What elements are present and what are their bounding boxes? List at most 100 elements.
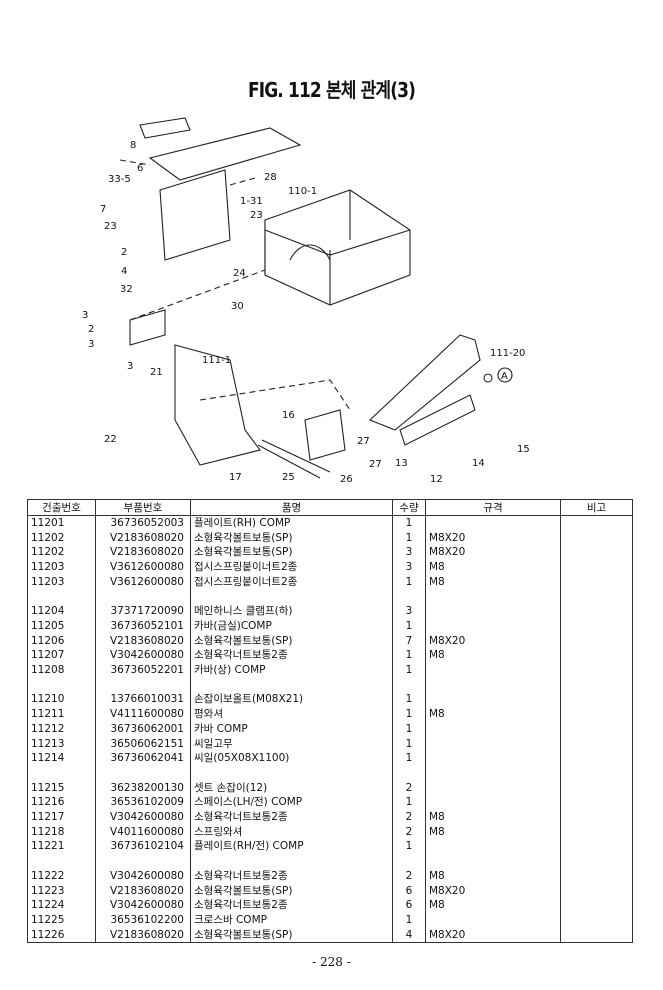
ref-no-cell: 11205 xyxy=(27,618,96,634)
remarks-cell xyxy=(560,868,633,884)
part-name-cell xyxy=(190,765,393,781)
quantity-cell: 1 xyxy=(392,692,426,708)
spec-cell xyxy=(425,589,561,605)
spec-cell xyxy=(425,663,561,678)
part-name-cell: 손잡이보올트(M08X21) xyxy=(190,692,393,708)
quantity-cell: 3 xyxy=(392,545,426,561)
part-no-cell xyxy=(95,854,191,869)
table-header-row: 건출번호 부품번호 품명 수량 규격 비고 xyxy=(27,499,633,516)
callout-label: 24 xyxy=(233,268,246,279)
callout-label: 32 xyxy=(120,284,133,295)
lower-plate-part xyxy=(174,344,261,466)
part-no-cell: V3042600080 xyxy=(95,648,191,664)
ref-no-cell: 11214 xyxy=(27,751,96,766)
callout-label: 28 xyxy=(264,172,277,183)
quantity-cell: 6 xyxy=(392,898,426,913)
part-name-cell xyxy=(190,589,393,605)
callout-label: 7 xyxy=(100,204,106,215)
quantity-cell: 1 xyxy=(392,721,426,737)
ref-no-cell: 11210 xyxy=(27,692,96,708)
callout-label: 8 xyxy=(130,140,136,151)
spec-cell: M8X20 xyxy=(425,633,561,649)
part-no-cell: V2183608020 xyxy=(95,927,191,944)
remarks-cell xyxy=(560,530,633,546)
spec-cell: M8X20 xyxy=(425,927,561,944)
bracket-part xyxy=(129,309,166,346)
header-remarks: 비고 xyxy=(560,499,633,516)
callout-label: 27 xyxy=(357,436,370,447)
spec-cell xyxy=(425,604,561,619)
part-no-cell: V3612600080 xyxy=(95,574,191,590)
part-no-cell: V4111600080 xyxy=(95,707,191,722)
callout-label: 17 xyxy=(229,472,242,483)
part-no-cell xyxy=(95,677,191,693)
ref-no-cell: 11226 xyxy=(27,927,96,944)
callout-label: 110-1 xyxy=(288,186,317,197)
quantity-cell: 4 xyxy=(392,927,426,944)
quantity-cell: 1 xyxy=(392,839,426,855)
exploded-parts-diagram: 8 6 33-5 28 1-31 110-1 7 23 23 2 4 32 24… xyxy=(82,117,530,485)
table-row xyxy=(27,677,633,693)
part-no-cell xyxy=(95,589,191,605)
spec-cell xyxy=(425,765,561,781)
part-name-cell: 소형육각너트보통2종 xyxy=(190,810,393,825)
ref-no-cell: 11223 xyxy=(27,883,96,899)
callout-label: 13 xyxy=(395,458,408,469)
part-no-cell: V3612600080 xyxy=(95,560,191,575)
spec-cell xyxy=(425,795,561,811)
part-name-cell: 스페이스(LH/전) COMP xyxy=(190,795,393,811)
table-row xyxy=(27,765,633,781)
part-name-cell: 카바(금실)COMP xyxy=(190,618,393,634)
ref-no-cell xyxy=(27,765,96,781)
remarks-cell xyxy=(560,883,633,899)
callout-label: 12 xyxy=(430,474,443,485)
spec-cell: M8 xyxy=(425,707,561,722)
part-no-cell: V3042600080 xyxy=(95,868,191,884)
quantity-cell xyxy=(392,677,426,693)
part-no-cell: 36238200130 xyxy=(95,780,191,796)
part-name-cell: 카바 COMP xyxy=(190,721,393,737)
part-name-cell: 메인하니스 클램프(하) xyxy=(190,604,393,619)
callout-label: 23 xyxy=(104,221,117,232)
part-name-cell: 씨일(05X08X1100) xyxy=(190,751,393,766)
part-name-cell: 플레이트(RH) COMP xyxy=(190,515,393,531)
part-no-cell: 36736052101 xyxy=(95,618,191,634)
figure-title: FIG. 112 본체 관계(3) xyxy=(247,78,416,102)
ref-no-cell: 11203 xyxy=(27,560,96,575)
callout-label: 2 xyxy=(88,324,94,335)
quantity-cell: 1 xyxy=(392,648,426,664)
part-name-cell: 셋트 손잡이(12) xyxy=(190,780,393,796)
callout-label: 21 xyxy=(150,367,163,378)
remarks-cell xyxy=(560,810,633,825)
part-no-cell: 13766010031 xyxy=(95,692,191,708)
ref-no-cell: 11208 xyxy=(27,663,96,678)
callout-label: 14 xyxy=(472,458,485,469)
ref-no-cell: 11221 xyxy=(27,839,96,855)
remarks-cell xyxy=(560,545,633,561)
quantity-cell: 1 xyxy=(392,618,426,634)
quantity-cell: 1 xyxy=(392,515,426,531)
callout-label: 30 xyxy=(231,301,244,312)
ref-no-cell: 11201 xyxy=(27,515,96,531)
remarks-cell xyxy=(560,707,633,722)
callout-label: 2 xyxy=(121,247,127,258)
spec-cell xyxy=(425,721,561,737)
spec-cell xyxy=(425,736,561,752)
part-name-cell: 소형육각너트보통2종 xyxy=(190,648,393,664)
part-no-cell: V3042600080 xyxy=(95,898,191,913)
callout-label: 25 xyxy=(282,472,295,483)
header-ref-no: 건출번호 xyxy=(27,499,96,516)
